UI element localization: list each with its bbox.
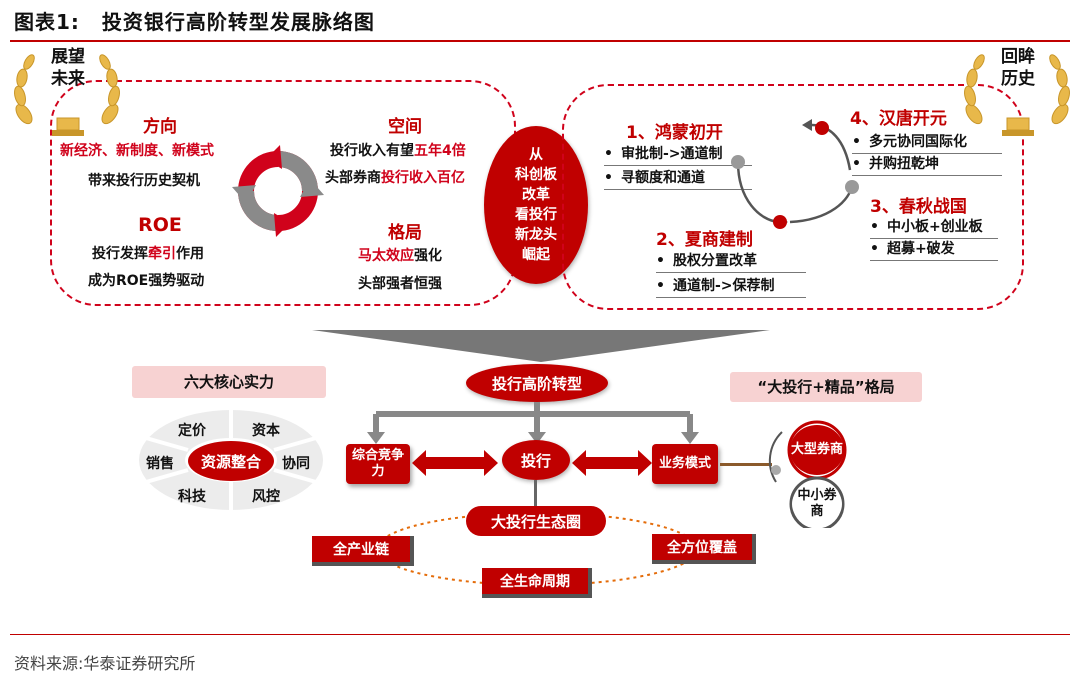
roe-title: ROE [138, 214, 182, 236]
direction-line1: 新经济、新制度、新模式 [60, 143, 214, 159]
ecosystem-node: 大投行生态圈 [466, 506, 606, 536]
stage4-title: 4、汉唐开元 [850, 109, 947, 129]
connector-line [720, 463, 772, 466]
tree-connectors [367, 402, 699, 444]
laurel-wreath-icon [964, 54, 1070, 136]
pattern-line1: 马太效应强化 [358, 248, 442, 264]
stage4-item: 多元协同国际化 [852, 131, 1002, 154]
history-laurel-label: 回眸历史 [1001, 47, 1035, 89]
center-oval-line: 新龙头 [515, 227, 557, 243]
segment-sales: 销售 [146, 456, 174, 472]
figure-number: 图表1: [14, 10, 80, 34]
space-line1: 投行收入有望五年4倍 [330, 143, 466, 159]
center-oval-line: 从 [529, 147, 543, 163]
direction-line2: 带来投行历史契机 [88, 173, 200, 189]
rocket-icon [815, 121, 829, 135]
stage2-item: 股权分置改革 [656, 250, 806, 273]
history-path-arrows [731, 119, 859, 229]
stage4-item: 并购扭乾坤 [852, 153, 1002, 176]
stage1-item: 寻额度和通道 [604, 167, 752, 190]
center-oval-line: 改革 [522, 187, 550, 203]
figure-title: 图表1: 投资银行高阶转型发展脉络图 [14, 6, 375, 35]
pattern-line2: 头部强者恒强 [358, 276, 442, 292]
investment-banking-node: 投行 [502, 440, 570, 480]
center-oval-line: 崛起 [522, 247, 550, 263]
segment-synergy: 协同 [282, 456, 310, 472]
stage2-item: 通道制->保荐制 [656, 275, 806, 298]
segment-capital: 资本 [252, 423, 280, 439]
stage2-title: 2、夏商建制 [656, 230, 753, 250]
future-laurel-label: 展望未来 [51, 47, 85, 89]
six-core-strengths-label: 六大核心实力 [132, 366, 326, 398]
double-arrow-left [412, 450, 498, 476]
history-panel [562, 84, 1024, 310]
double-arrow-right [572, 450, 652, 476]
cycle-arrows-icon [232, 145, 324, 237]
large-broker-node: 大型券商 [790, 425, 844, 475]
down-wedge-arrow [312, 330, 770, 362]
segment-technology: 科技 [178, 489, 206, 505]
figure-title-text: 投资银行高阶转型发展脉络图 [101, 10, 375, 34]
source-note: 资料来源:华泰证券研究所 [14, 654, 196, 673]
comprehensive-competitiveness-box: 综合竞争力 [346, 444, 410, 484]
footer-rule [10, 634, 1070, 635]
center-oval-line: 科创板 [515, 167, 557, 183]
small-broker-node: 中小券商 [792, 482, 842, 526]
center-oval-line: 看投行 [515, 207, 557, 223]
roe-line1: 投行发挥牵引作用 [92, 246, 204, 262]
laurel-wreath-icon [14, 54, 120, 136]
stage1-item: 审批制->通道制 [604, 143, 752, 166]
roe-line2: 成为ROE强势驱动 [88, 273, 205, 289]
pattern-title: 格局 [388, 223, 422, 243]
resource-integration-center: 资源整合 [188, 441, 274, 481]
segment-pricing: 定价 [178, 423, 206, 439]
full-coverage-box: 全方位覆盖 [652, 534, 756, 564]
big-ib-pattern-label: “大投行+精品”格局 [730, 372, 922, 402]
stage3-title: 3、春秋战国 [870, 197, 967, 217]
search-icon [731, 155, 745, 169]
business-model-box: 业务模式 [652, 444, 718, 484]
direction-title: 方向 [143, 117, 177, 137]
stage3-item: 超募+破发 [870, 238, 998, 261]
connector-line [534, 480, 537, 510]
stage3-item: 中小板+创业板 [870, 216, 998, 239]
space-line2: 头部券商投行收入百亿 [325, 170, 465, 186]
building-icon [773, 215, 787, 229]
stage1-title: 1、鸿蒙初开 [626, 123, 723, 143]
ib-transformation-node: 投行高阶转型 [466, 364, 608, 402]
center-oval: 从 科创板 改革 看投行 新龙头 崛起 [484, 126, 588, 284]
globe-icon [845, 180, 859, 194]
full-industry-chain-box: 全产业链 [312, 536, 414, 566]
full-lifecycle-box: 全生命周期 [482, 568, 592, 598]
header-rule [10, 40, 1070, 42]
segment-risk-control: 风控 [252, 489, 280, 505]
space-title: 空间 [388, 117, 422, 137]
broker-circles [768, 420, 847, 528]
